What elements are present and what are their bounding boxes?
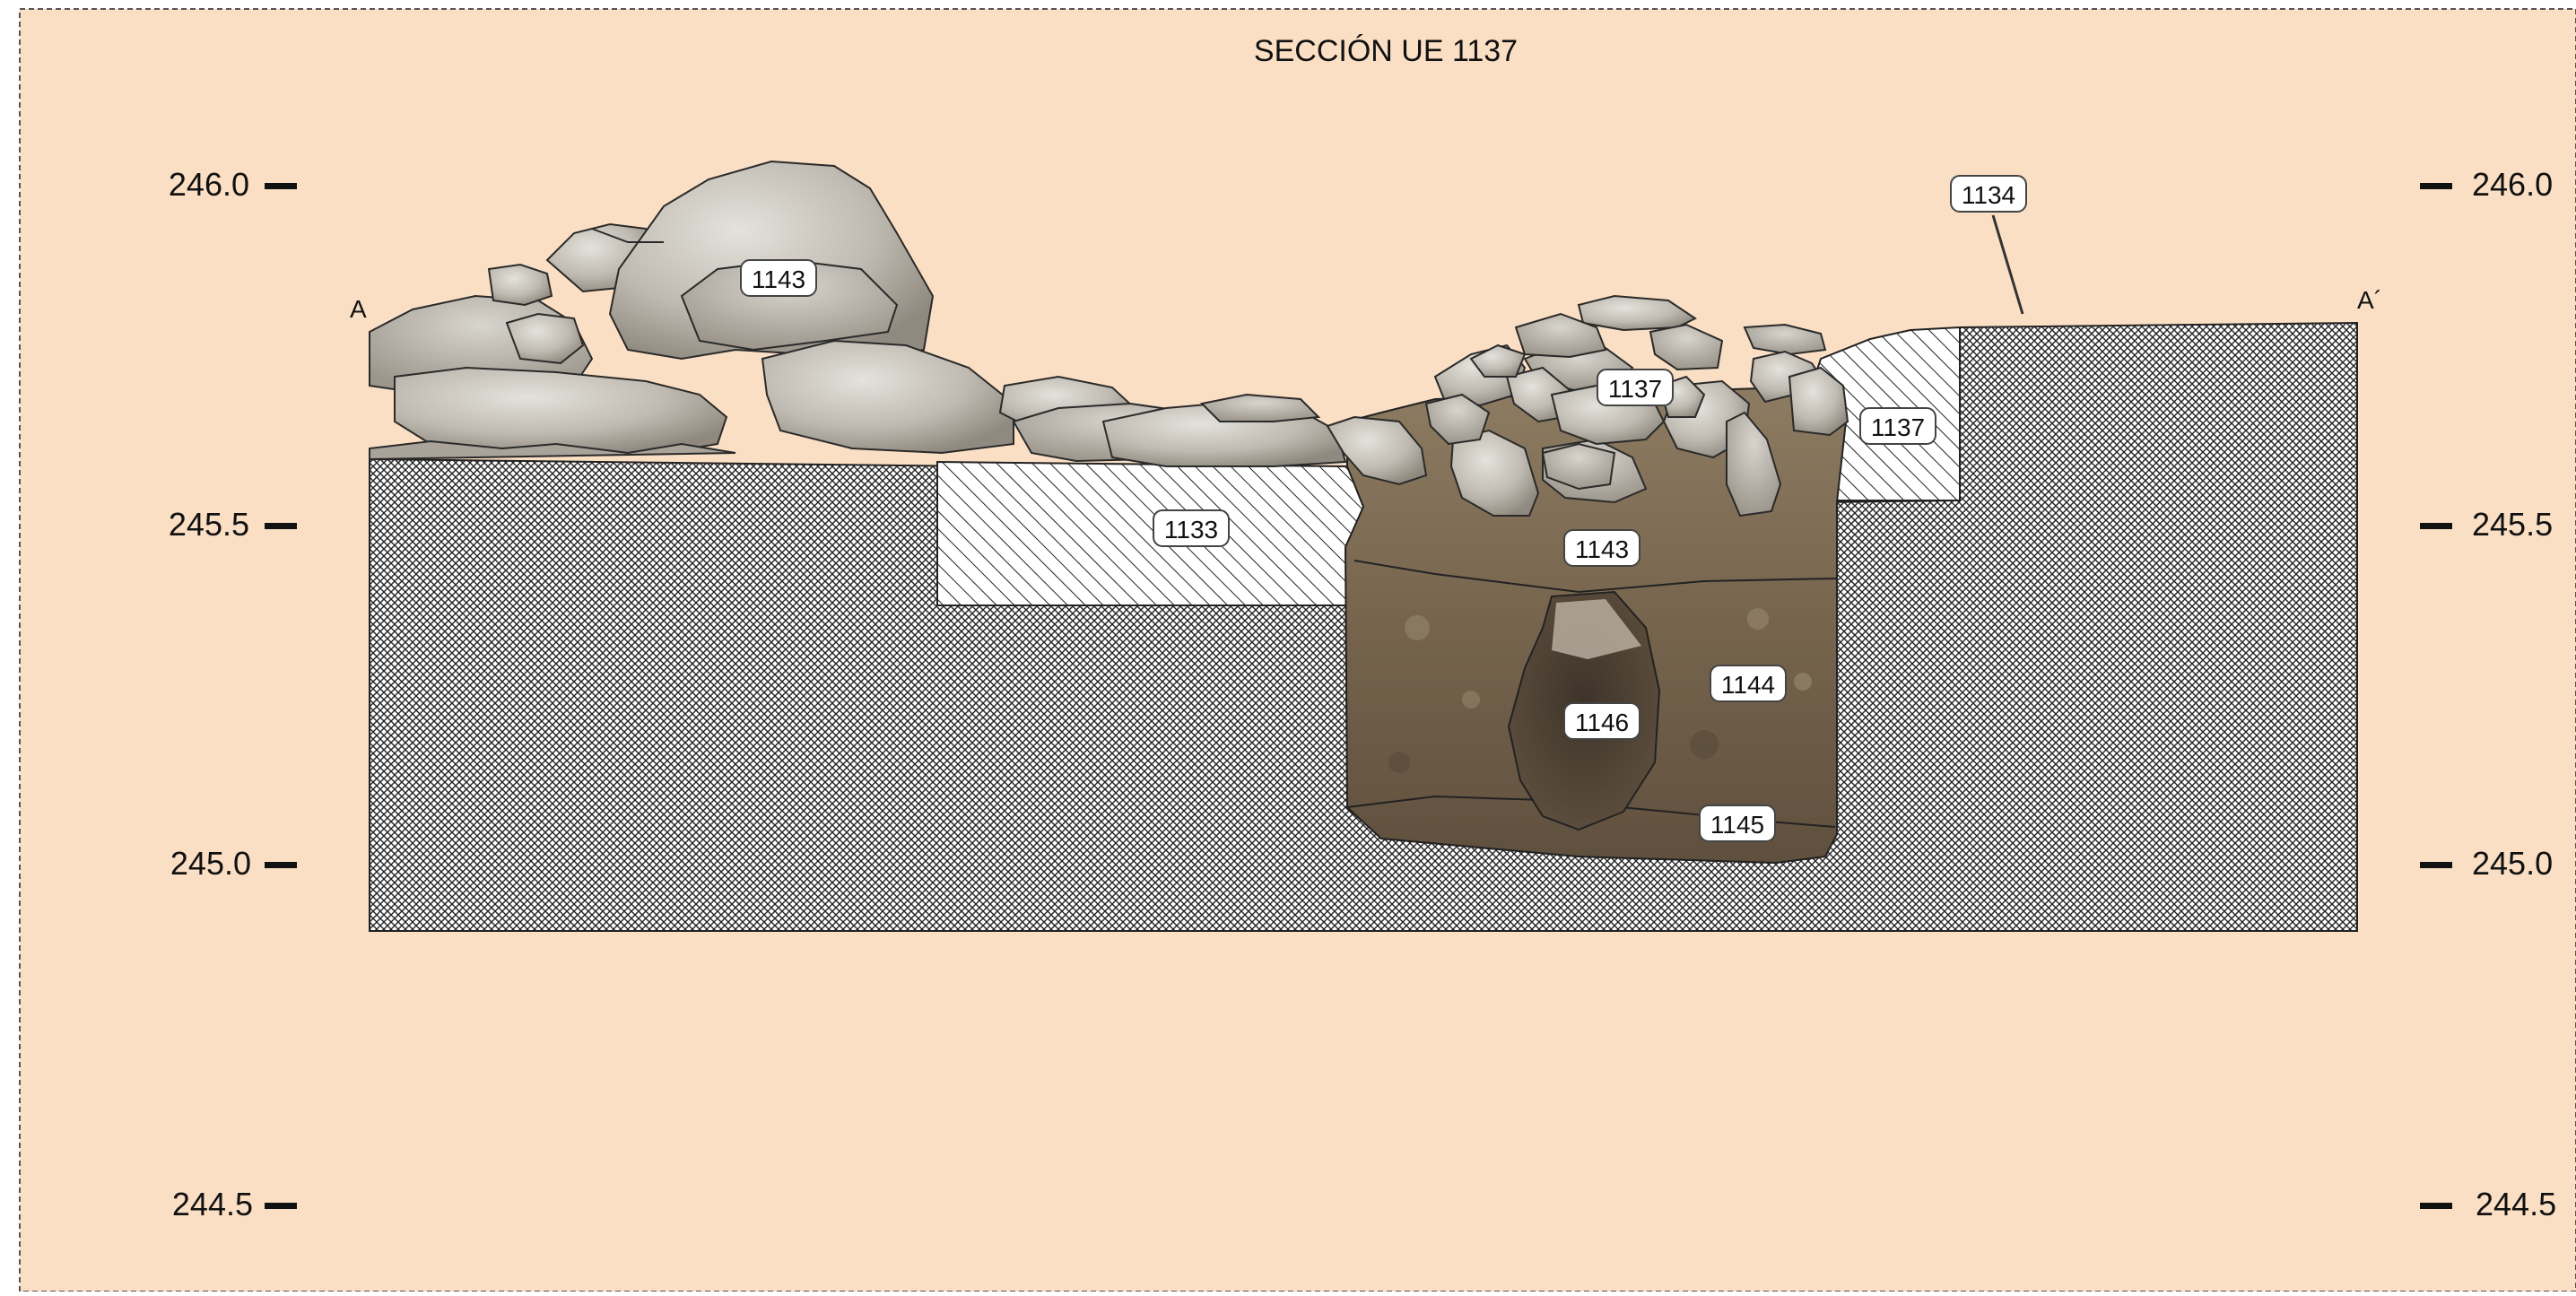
leader-line-1134 bbox=[1991, 214, 2024, 315]
label-box bbox=[1710, 665, 1787, 702]
elevation-label: 245.0 bbox=[170, 845, 251, 882]
elevation-label: 246.0 bbox=[169, 166, 249, 203]
label-box bbox=[1597, 369, 1674, 406]
elevation-tick bbox=[2420, 523, 2452, 529]
elevation-tick bbox=[265, 183, 297, 189]
elevation-label: 246.0 bbox=[2472, 166, 2553, 203]
label-fill-1144: 1144 bbox=[1721, 671, 1775, 699]
label-box bbox=[1153, 509, 1230, 547]
label-fill-1145: 1145 bbox=[1710, 811, 1764, 839]
label-layer-1133: 1133 bbox=[1164, 516, 1218, 544]
section-end-left: A bbox=[350, 295, 367, 323]
label-fill-1143: 1143 bbox=[1575, 535, 1629, 563]
elevation-label: 244.5 bbox=[172, 1186, 253, 1222]
elevation-scale-left: 246.0 245.5 245.0 244.5 bbox=[169, 166, 297, 1222]
label-box bbox=[740, 259, 817, 297]
label-box bbox=[1563, 529, 1640, 567]
elevation-label: 245.0 bbox=[2472, 845, 2553, 882]
label-stones-1143: 1143 bbox=[752, 265, 805, 293]
elevation-tick bbox=[2420, 1203, 2452, 1209]
label-box bbox=[1563, 702, 1640, 740]
stone-group-left bbox=[369, 160, 1347, 467]
elevation-tick bbox=[265, 523, 297, 529]
label-fill-1137: 1137 bbox=[1608, 375, 1662, 403]
label-fill-1137-right: 1137 bbox=[1871, 413, 1925, 441]
label-box bbox=[1699, 805, 1776, 842]
elevation-tick bbox=[2420, 862, 2452, 868]
elevation-scale-right: 246.0 245.5 245.0 244.5 bbox=[2420, 166, 2556, 1222]
stone-in-1146 bbox=[1552, 599, 1641, 659]
label-1134: 1134 bbox=[1962, 181, 2015, 209]
elevation-tick bbox=[265, 1203, 297, 1209]
elevation-tick bbox=[2420, 183, 2452, 189]
unit-labels: 1143 1133 1134 1137 1137 1143 1144 1146 … bbox=[740, 175, 2027, 842]
section-title: SECCIÓN UE 1137 bbox=[1254, 34, 1518, 68]
elevation-label: 244.5 bbox=[2476, 1186, 2556, 1222]
label-box bbox=[1950, 175, 2027, 213]
elevation-label: 245.5 bbox=[2472, 506, 2553, 543]
label-fill-1146: 1146 bbox=[1575, 709, 1629, 736]
section-end-right: A´ bbox=[2357, 286, 2382, 314]
interface-line-1143 bbox=[1353, 560, 1838, 594]
label-box bbox=[1859, 407, 1936, 445]
elevation-label: 245.5 bbox=[169, 506, 249, 543]
elevation-tick bbox=[265, 862, 297, 868]
pit-texture bbox=[1388, 608, 1812, 773]
